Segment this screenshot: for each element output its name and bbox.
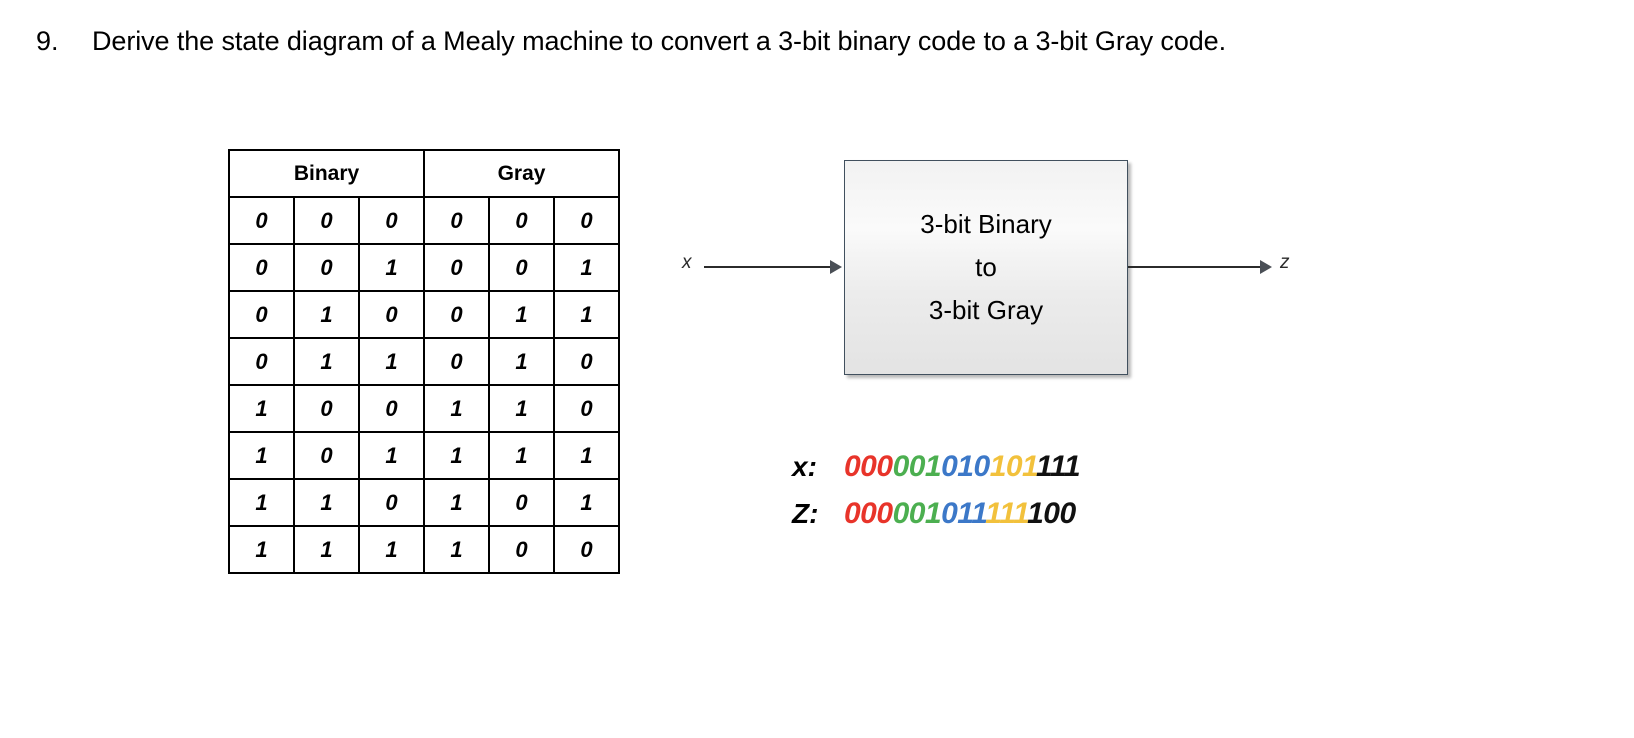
bit-group: 100 <box>1027 497 1076 530</box>
table-cell: 1 <box>488 290 555 339</box>
block-line-1: 3-bit Binary <box>920 209 1052 240</box>
sequence-row-x: x: 000001010101111 <box>792 450 1081 497</box>
bit-group: 000 <box>844 497 893 530</box>
table-cell: 0 <box>293 384 360 433</box>
bit-group: 001 <box>892 450 942 483</box>
table-cell: 0 <box>423 196 490 245</box>
table-cell: 1 <box>553 290 620 339</box>
table-cell: 0 <box>228 337 295 386</box>
table-cell: 1 <box>553 431 620 480</box>
table-cell: 1 <box>553 478 620 527</box>
table-cell: 1 <box>488 384 555 433</box>
table-cell: 1 <box>488 431 555 480</box>
table-cell: 1 <box>358 243 425 292</box>
table-cell: 1 <box>423 525 490 574</box>
bit-group: 001 <box>892 497 942 530</box>
table-cell: 0 <box>488 243 555 292</box>
table-cell: 0 <box>293 243 360 292</box>
table-cell: 0 <box>423 337 490 386</box>
input-wire <box>704 266 832 268</box>
sequence-label-z: Z: <box>792 498 819 529</box>
truth-table-group-header-binary: Binary <box>228 149 425 198</box>
bit-sequences: x: 000001010101111 Z: 000001011111100 <box>792 450 1081 544</box>
table-cell: 1 <box>358 525 425 574</box>
sequence-bits-z: 000001011111100 <box>844 497 1076 531</box>
table-cell: 1 <box>488 337 555 386</box>
input-port-label: x <box>682 252 692 273</box>
table-cell: 0 <box>553 196 620 245</box>
table-cell: 1 <box>423 384 490 433</box>
question-number: 9. <box>36 26 59 56</box>
table-cell: 1 <box>358 337 425 386</box>
bit-group: 010 <box>941 450 990 483</box>
table-cell: 0 <box>553 525 620 574</box>
table-cell: 1 <box>423 478 490 527</box>
table-cell: 1 <box>228 384 295 433</box>
bit-group: 000 <box>844 450 893 483</box>
input-arrowhead <box>830 260 842 274</box>
table-cell: 1 <box>228 431 295 480</box>
table-cell: 1 <box>228 525 295 574</box>
sequence-label-x: x: <box>792 451 817 482</box>
table-cell: 0 <box>358 384 425 433</box>
bit-group: 011 <box>941 497 986 530</box>
bit-group: 101 <box>989 450 1037 483</box>
sequence-bits-x: 000001010101111 <box>844 450 1081 484</box>
table-cell: 1 <box>358 431 425 480</box>
table-cell: 0 <box>228 243 295 292</box>
output-wire <box>1128 266 1262 268</box>
table-cell: 0 <box>293 196 360 245</box>
output-port-label: z <box>1280 252 1290 273</box>
table-cell: 1 <box>293 290 360 339</box>
table-cell: 1 <box>293 525 360 574</box>
table-cell: 0 <box>553 384 620 433</box>
question-text: Derive the state diagram of a Mealy mach… <box>92 26 1226 56</box>
table-cell: 0 <box>228 196 295 245</box>
block-line-2: to <box>975 252 997 283</box>
table-cell: 0 <box>553 337 620 386</box>
output-arrowhead <box>1260 260 1272 274</box>
bit-group: 111 <box>985 497 1028 530</box>
truth-table-group-header-gray: Gray <box>423 149 620 198</box>
table-cell: 0 <box>358 290 425 339</box>
table-cell: 0 <box>423 290 490 339</box>
table-cell: 1 <box>293 337 360 386</box>
table-cell: 0 <box>358 196 425 245</box>
converter-block: 3-bit Binary to 3-bit Gray <box>844 160 1128 375</box>
table-cell: 0 <box>358 478 425 527</box>
table-cell: 0 <box>423 243 490 292</box>
table-cell: 0 <box>488 478 555 527</box>
bit-group: 111 <box>1036 450 1081 483</box>
block-line-3: 3-bit Gray <box>928 294 1044 325</box>
table-cell: 0 <box>488 525 555 574</box>
block-diagram: x 3-bit Binary to 3-bit Gray z <box>660 140 1340 400</box>
table-cell: 1 <box>553 243 620 292</box>
question-line: 9. Derive the state diagram of a Mealy m… <box>36 26 1226 57</box>
table-cell: 0 <box>228 290 295 339</box>
table-cell: 0 <box>293 431 360 480</box>
table-cell: 1 <box>293 478 360 527</box>
table-cell: 0 <box>488 196 555 245</box>
sequence-row-z: Z: 000001011111100 <box>792 497 1080 544</box>
table-cell: 1 <box>423 431 490 480</box>
table-cell: 1 <box>228 478 295 527</box>
